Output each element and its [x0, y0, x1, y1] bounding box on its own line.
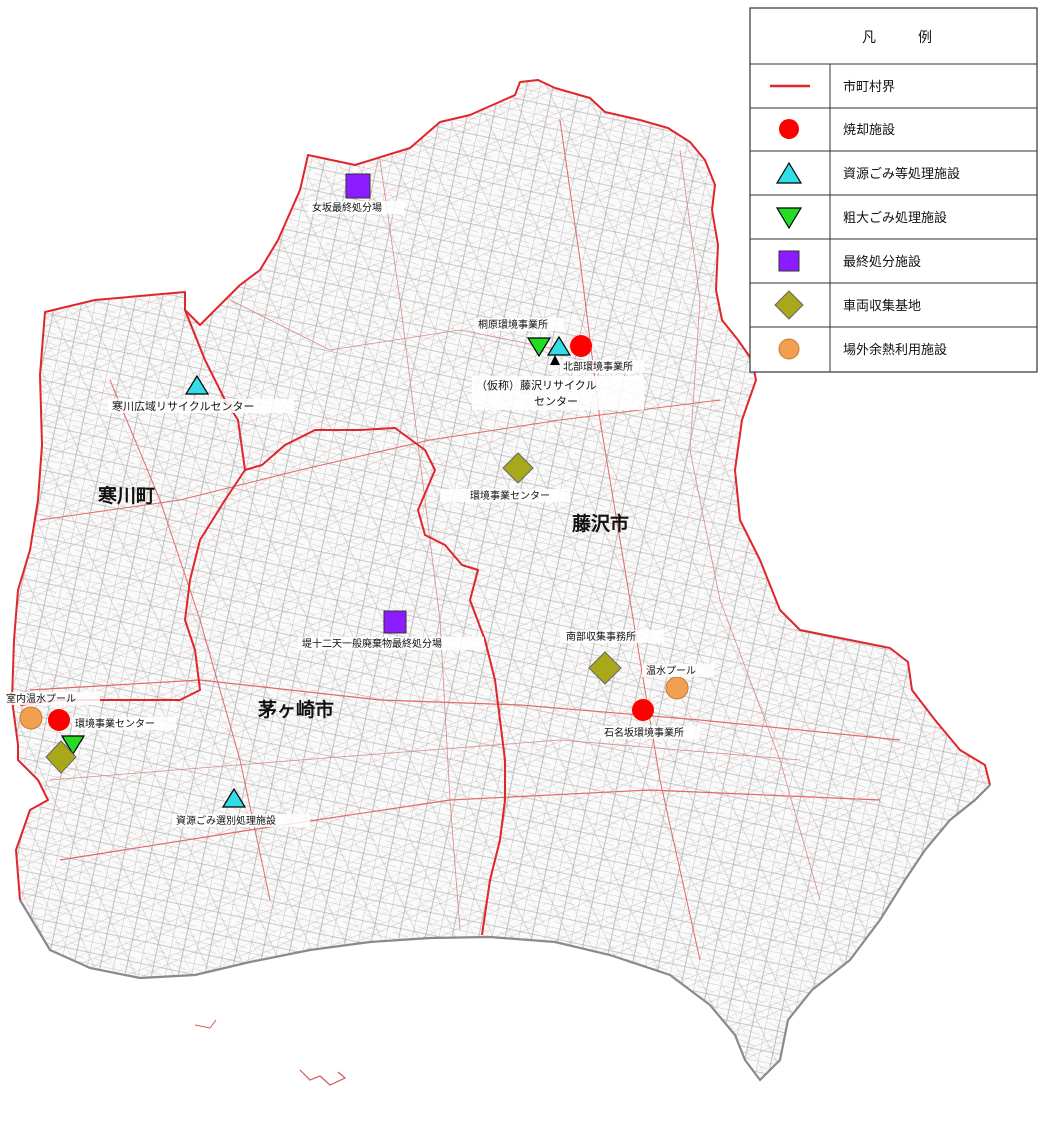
- label-samukawa-recycle: 寒川広域リサイクルセンター: [112, 399, 254, 413]
- incineration-marker[interactable]: [570, 335, 592, 357]
- label-chigasaki-kankyo: 環境事業センター: [75, 717, 155, 730]
- pointer-arrow-icon: [550, 355, 560, 365]
- legend-item-label: 場外余熱利用施設: [843, 342, 947, 358]
- label-nanbu-shushu: 南部収集事務所: [566, 630, 636, 643]
- facility-labels: 女坂最終処分場 寒川広域リサイクルセンター 桐原環境事業所 北部環境事業所 （仮…: [4, 201, 714, 827]
- legend-item-label: 市町村界: [843, 79, 895, 95]
- city-fujisawa: 藤沢市: [572, 512, 629, 535]
- waste-heat-facility-marker[interactable]: [19, 706, 43, 730]
- legend-item-label: 資源ごみ等処理施設: [843, 166, 960, 182]
- green-triangle-down-icon: [775, 207, 803, 230]
- vehicle-depot-marker[interactable]: [45, 740, 77, 774]
- label-fujisawa-recycle-1: （仮称）藤沢リサイクル: [476, 378, 596, 392]
- label-fujisawa-recycle-2: センター: [534, 395, 578, 408]
- resource-facility-marker[interactable]: [221, 787, 247, 808]
- facility-markers: [19, 173, 689, 808]
- incineration-marker[interactable]: [632, 699, 654, 721]
- resource-facility-marker[interactable]: [184, 374, 210, 395]
- vehicle-depot-marker[interactable]: [588, 651, 622, 685]
- label-ishina: 石名坂環境事業所: [604, 726, 684, 739]
- final-disposal-marker[interactable]: [383, 610, 407, 634]
- cyan-triangle-up-icon: [775, 161, 803, 184]
- legend-title: 凡 例: [862, 30, 946, 46]
- city-samukawa: 寒川町: [98, 484, 155, 507]
- legend-item-label: 粗大ごみ処理施設: [843, 210, 947, 226]
- coastline: [19, 784, 991, 1086]
- label-sanjuni: 堤十二天一般廃棄物最終処分場: [302, 637, 442, 650]
- city-chigasaki: 茅ヶ崎市: [258, 698, 334, 721]
- orange-circle-icon: [778, 338, 800, 360]
- legend-item-label: 最終処分施設: [843, 254, 921, 270]
- legend-item-label: 焼却施設: [843, 122, 895, 138]
- label-hokubu: 北部環境事業所: [563, 360, 633, 373]
- bulky-waste-facility-marker[interactable]: [60, 735, 86, 756]
- resource-facility-marker[interactable]: [546, 335, 572, 356]
- label-onsui-pool: 温水プール: [646, 665, 696, 677]
- olive-diamond-icon: [774, 290, 804, 320]
- label-kankyo-jigyo: 環境事業センター: [470, 489, 550, 502]
- label-shitsunai-pool: 室内温水プール: [6, 692, 76, 705]
- map-legend: 凡 例 市町村界 焼却施設 資源ごみ等処理施設 粗大ごみ処理施設 最終処分施設 …: [749, 7, 1038, 373]
- bulky-waste-facility-marker[interactable]: [526, 337, 552, 358]
- final-disposal-marker[interactable]: [345, 173, 371, 199]
- purple-square-icon: [778, 250, 800, 272]
- incineration-marker[interactable]: [48, 709, 70, 731]
- label-onna-saishu: 女坂最終処分場: [312, 201, 382, 214]
- vehicle-depot-marker[interactable]: [502, 452, 534, 484]
- legend-item-label: 車両収集基地: [843, 298, 921, 314]
- red-circle-icon: [779, 119, 799, 139]
- waste-heat-facility-marker[interactable]: [665, 676, 689, 700]
- label-kiriwara: 桐原環境事業所: [478, 318, 548, 331]
- label-shigen-sorting: 資源ごみ選別処理施設: [176, 814, 276, 827]
